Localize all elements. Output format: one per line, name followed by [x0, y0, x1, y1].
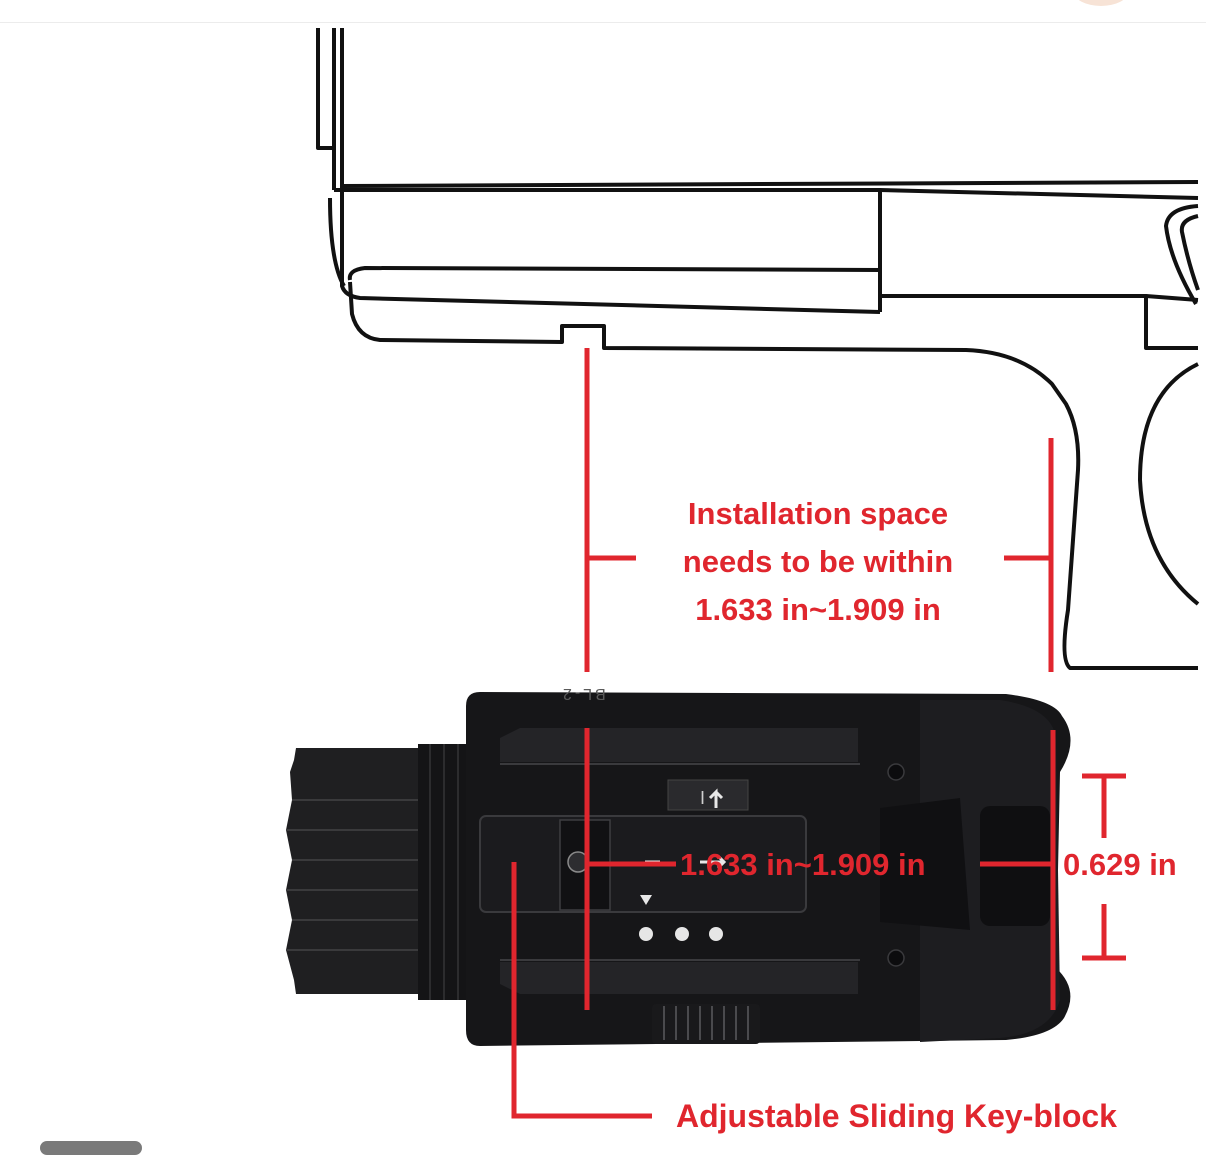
keyblock-pointer — [511, 862, 652, 1119]
rail-width-label: 1.633 in~1.909 in — [680, 847, 926, 882]
installation-space-label: Installation space needs to be within 1.… — [640, 490, 996, 634]
top-bar — [0, 0, 1206, 23]
mode-dial — [652, 1004, 760, 1044]
home-indicator[interactable] — [40, 1141, 142, 1155]
model-marking: BL-2 — [560, 685, 606, 702]
pistol-outline — [316, 28, 1200, 670]
light-bezel — [286, 748, 420, 994]
annotation-lines — [511, 348, 1126, 1119]
install-label-line3: 1.633 in~1.909 in — [695, 592, 941, 627]
keyblock-label: Adjustable Sliding Key-block — [676, 1098, 1117, 1134]
install-label-line1: Installation space — [687, 496, 949, 531]
install-label-line2: needs to be within — [682, 544, 954, 579]
svg-text:I: I — [700, 788, 705, 808]
avatar[interactable] — [1074, 0, 1128, 6]
height-label: 0.629 in — [1063, 847, 1177, 882]
weapon-light: I — [286, 692, 1071, 1046]
